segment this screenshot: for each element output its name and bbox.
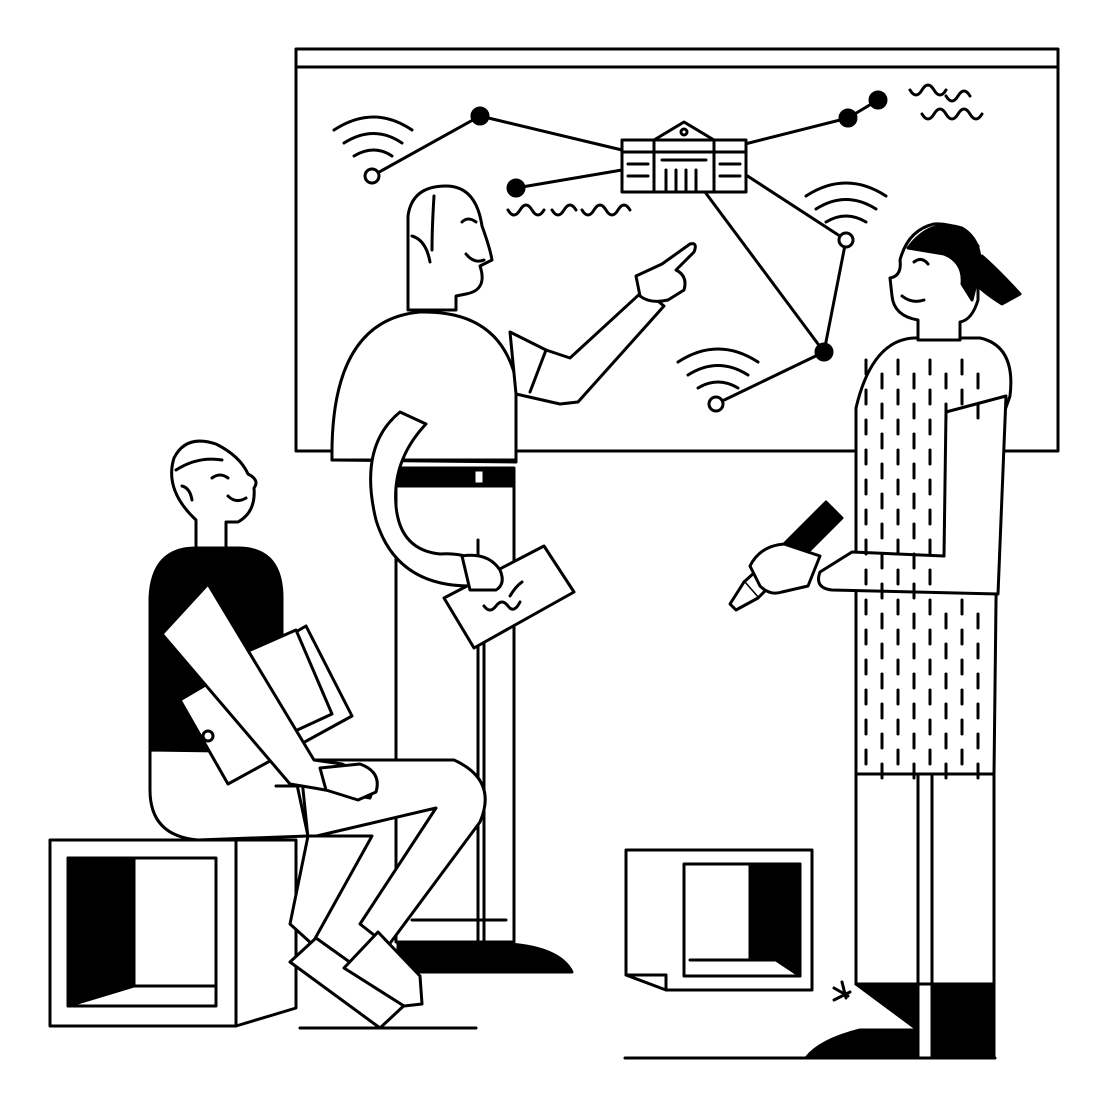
network-node-icon [838,108,858,128]
person-standing-man [330,184,697,974]
paper-note [442,544,576,650]
scribble-text-icon [506,83,984,217]
dress-pattern [864,358,980,780]
school-building-icon [620,120,748,194]
network-node-icon [837,231,855,249]
network-node-icon [470,106,490,126]
shoe [342,930,424,1008]
hand [460,553,504,592]
network-diagram [363,90,888,413]
network-node-icon [814,342,834,362]
hand-pointing [634,242,697,303]
wifi-signal-icon [676,347,760,390]
shoe [396,942,574,974]
network-node-icon [707,395,725,413]
boot [930,982,996,1060]
crate-right [624,848,814,992]
network-node-icon [506,178,526,198]
network-node-icon [868,90,888,110]
crate-left [48,838,298,1028]
network-node-icon [363,167,381,185]
wifi-signal-icon [804,181,888,224]
hand [318,762,379,802]
hand [748,542,822,595]
belt [394,466,516,488]
person-standing-woman [728,222,1022,1060]
wifi-signal-icon [332,115,414,158]
boot [804,982,920,1060]
person-seated-man [148,439,487,1030]
